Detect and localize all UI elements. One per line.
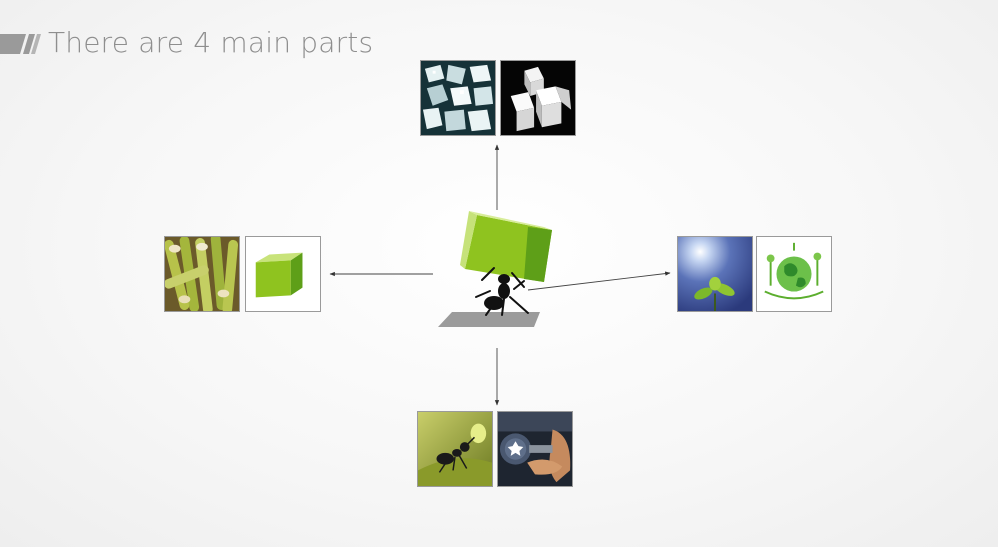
green-cube-icon xyxy=(245,236,321,312)
page-title: There are 4 main parts xyxy=(48,26,374,59)
green-earth-icon xyxy=(756,236,832,312)
ant-carrying-load-photo xyxy=(417,411,493,487)
sugarcane-stalks-photo xyxy=(164,236,240,312)
sunlit-plant-sprout-photo xyxy=(677,236,753,312)
green-cube-icon xyxy=(460,211,552,282)
slash-decoration-icon xyxy=(0,34,41,54)
floor-shadow xyxy=(438,312,540,327)
sugar-cubes-photo xyxy=(500,60,576,136)
ant-body xyxy=(484,274,510,310)
dumbbell-strength-photo xyxy=(497,411,573,487)
arrow-to-right-part xyxy=(527,271,671,291)
ant-lifting-green-cube xyxy=(438,211,552,327)
crystal-sugar-photo xyxy=(420,60,496,136)
